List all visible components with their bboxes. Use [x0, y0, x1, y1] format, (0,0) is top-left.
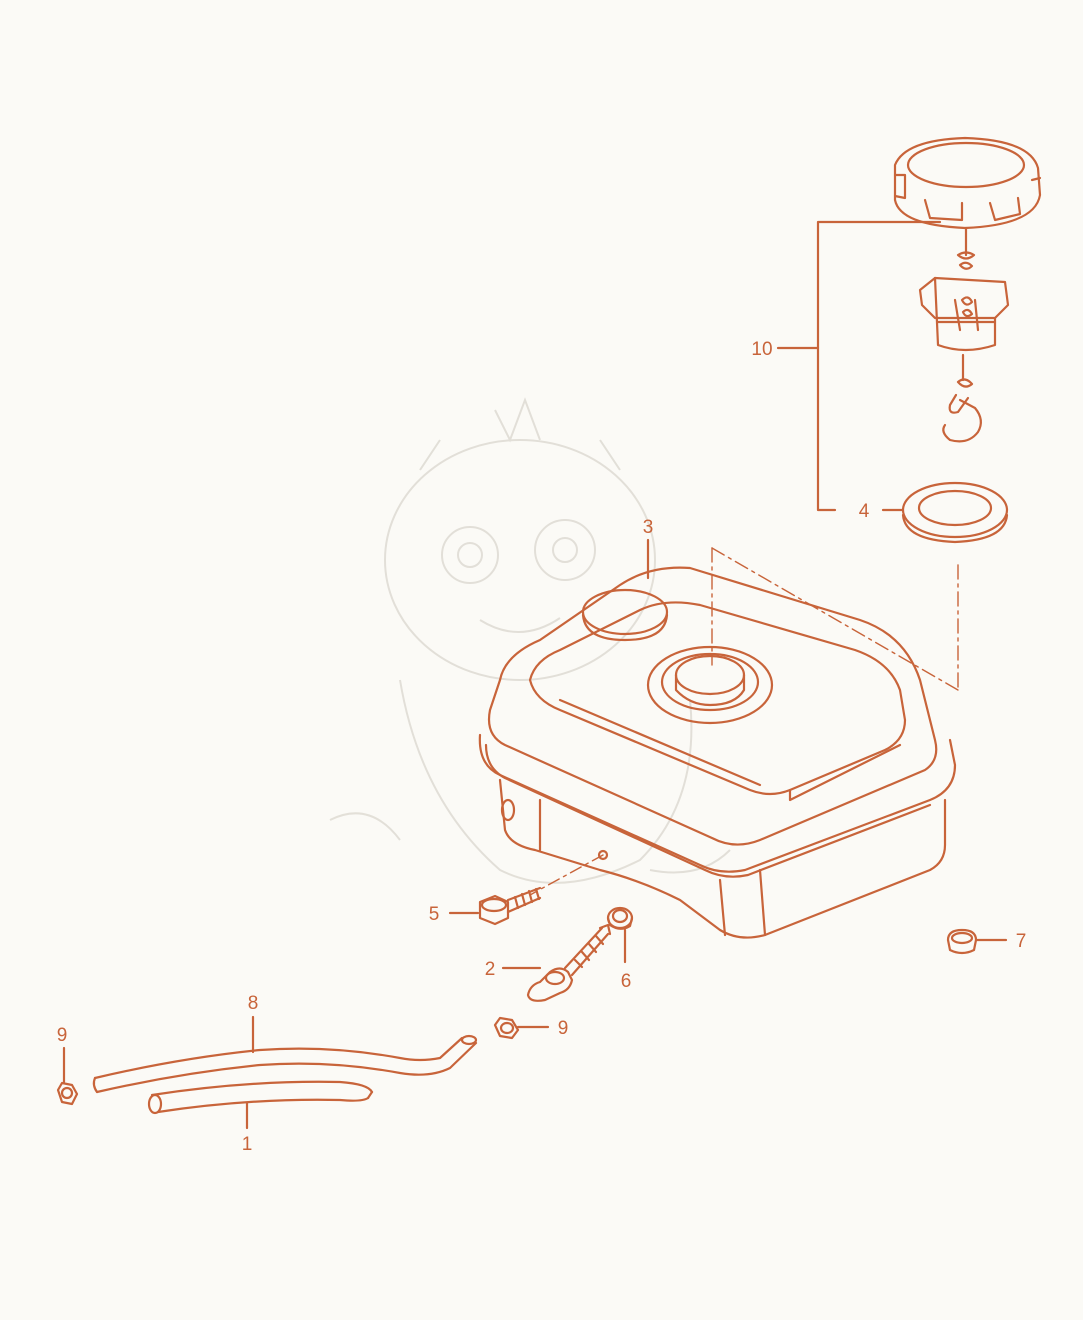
callout-3: 3: [643, 517, 654, 538]
callout-1: 1: [242, 1134, 253, 1155]
callout-10: 10: [751, 339, 772, 360]
cap-nut: [946, 928, 1008, 955]
callout-9-left: 9: [57, 1025, 68, 1046]
hose-clip-middle: [493, 1016, 550, 1040]
callout-4: 4: [859, 501, 870, 522]
hose-clamp: [606, 906, 634, 964]
drain-bolt: [448, 886, 542, 926]
fuel-hose: [147, 1080, 374, 1130]
callout-7: 7: [1016, 931, 1027, 952]
breather-tube: [92, 1015, 478, 1094]
fuel-tank: [478, 547, 959, 939]
callout-5: 5: [429, 904, 440, 925]
fuel-cap-assembly: [776, 136, 1042, 512]
callout-2: 2: [485, 959, 496, 980]
hose-clip-left: [56, 1046, 79, 1106]
callout-9-middle: 9: [558, 1018, 569, 1039]
callout-8: 8: [248, 993, 259, 1014]
callout-6: 6: [621, 971, 632, 992]
watermark-mascot-icon: [329, 397, 731, 884]
cap-gasket: [881, 481, 1009, 544]
fuel-cock: [501, 923, 612, 1002]
